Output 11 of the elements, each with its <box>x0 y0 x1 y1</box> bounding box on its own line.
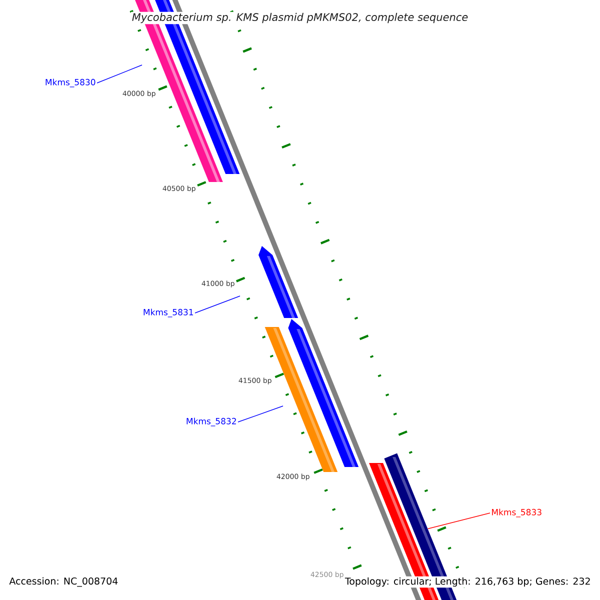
info-text: Topology: circular; Length: 216,763 bp; Genes: 232 <box>344 576 592 588</box>
gene-label: Mkms_5833 <box>492 508 542 518</box>
title: Mycobacterium sp. KMS plasmid pMKMS02, complete sequence <box>130 12 470 24</box>
leader-line <box>238 406 284 422</box>
gene-label: Mkms_5831 <box>144 308 194 318</box>
gene-label: Mkms_5832 <box>186 418 236 426</box>
info-text: Accession: NC_008704 <box>8 576 120 588</box>
gene-label: Mkms_5830 <box>46 78 96 88</box>
leader-line <box>96 64 142 84</box>
leader-line <box>428 512 490 530</box>
leader-line <box>194 296 240 314</box>
